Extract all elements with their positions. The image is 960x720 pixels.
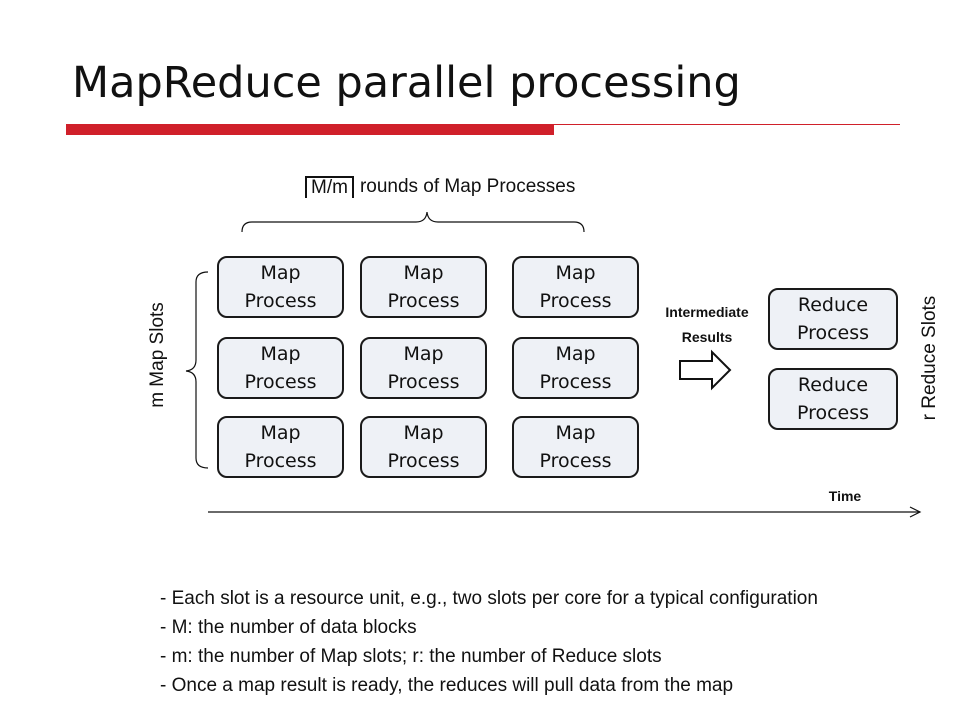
map-process-box: Map Process [217,416,344,478]
reduce-process-box: Reduce Process [768,368,898,430]
slide-title: MapReduce parallel processing [72,58,741,108]
map-process-box: Map Process [360,256,487,318]
rounds-brace [241,211,585,233]
transfer-arrow [679,349,732,391]
map-process-box: Map Process [512,337,639,399]
map-process-box: Map Process [217,337,344,399]
map-process-box: Map Process [360,416,487,478]
note-item: - m: the number of Map slots; r: the num… [160,646,662,667]
rounds-label: M/m rounds of Map Processes [305,176,575,198]
reduce-slots-label: r Reduce Slots [919,295,940,421]
map-process-box: Map Process [360,337,487,399]
map-slots-brace [185,271,209,469]
time-label: Time [828,488,862,504]
title-underline-bar [66,124,554,135]
note-item: - Once a map result is ready, the reduce… [160,675,734,696]
ceiling-expression: M/m [305,176,354,198]
map-slots-label: m Map Slots [147,302,168,408]
reduce-process-box: Reduce Process [768,288,898,350]
rounds-text: rounds of Map Processes [359,176,576,197]
map-process-box: Map Process [512,416,639,478]
map-process-box: Map Process [217,256,344,318]
title-underline-rule [554,124,900,125]
notes-list: - Each slot is a resource unit, e.g., tw… [160,584,818,700]
map-process-box: Map Process [512,256,639,318]
intermediate-results-label: Intermediate Results [665,304,749,345]
note-item: - Each slot is a resource unit, e.g., tw… [160,588,818,609]
note-item: - M: the number of data blocks [160,617,417,638]
time-arrowhead [909,506,922,518]
